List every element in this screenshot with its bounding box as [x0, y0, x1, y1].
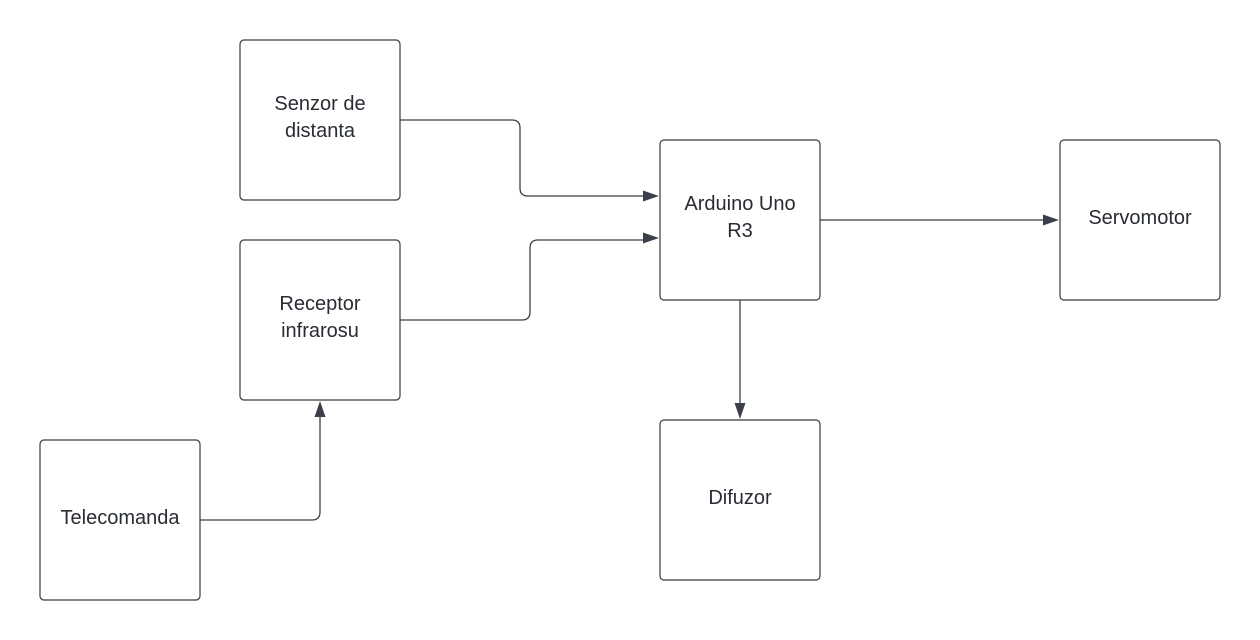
edge-receptor-to-arduino	[400, 232, 659, 321]
node-difuzor[interactable]: Difuzor	[659, 419, 821, 581]
node-telecomanda[interactable]: Telecomanda	[39, 439, 201, 601]
node-label-line: Arduino Uno	[684, 193, 795, 215]
arrowhead-icon	[643, 232, 659, 244]
node-label-line: infrarosu	[281, 320, 359, 342]
arrowhead-icon	[643, 190, 659, 202]
node-receptor-infrarosu[interactable]: Receptor infrarosu	[239, 239, 401, 401]
node-label-line: Difuzor	[708, 487, 772, 509]
node-label-line: Senzor de	[274, 93, 365, 115]
arrowhead-icon	[1043, 214, 1059, 226]
node-label-line: Receptor	[279, 293, 360, 315]
edge-senzor-to-arduino	[400, 119, 659, 202]
node-label-line: Telecomanda	[61, 507, 181, 529]
node-arduino-uno-r3[interactable]: Arduino Uno R3	[659, 139, 821, 301]
edge-arduino-to-difuzor	[734, 300, 746, 419]
edge-arduino-to-servomotor	[820, 214, 1059, 226]
arrowhead-icon	[314, 401, 326, 417]
edge-telecomanda-to-receptor	[200, 401, 326, 521]
node-label-line: distanta	[285, 120, 356, 142]
node-servomotor[interactable]: Servomotor	[1059, 139, 1221, 301]
node-label-line: R3	[727, 220, 753, 242]
node-label-line: Servomotor	[1088, 207, 1192, 229]
arrowhead-icon	[734, 403, 746, 419]
node-senzor-de-distanta[interactable]: Senzor de distanta	[239, 39, 401, 201]
